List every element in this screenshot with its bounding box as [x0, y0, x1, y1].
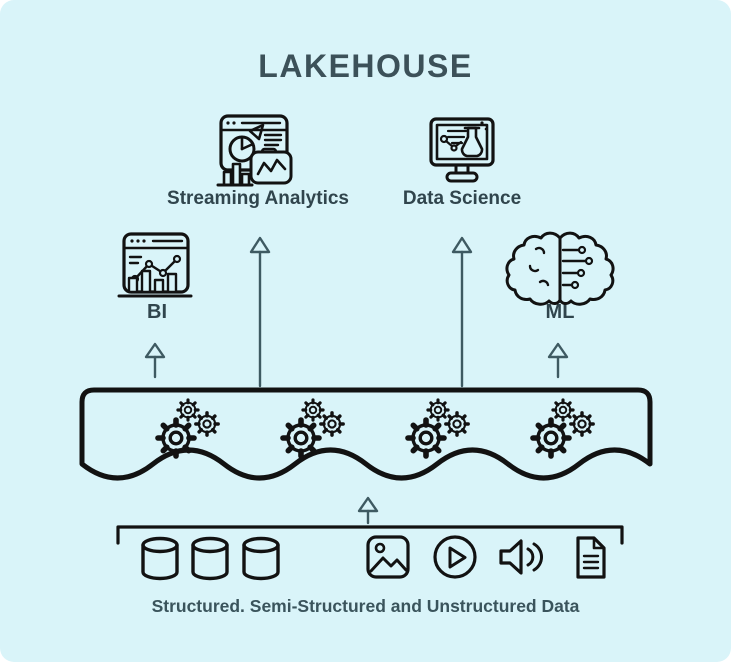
- gears-icon: [408, 400, 468, 456]
- ml-up-arrow: [547, 342, 569, 379]
- data-science-icon: [429, 117, 495, 183]
- ml-icon: [505, 231, 615, 306]
- database-icon: [141, 536, 179, 581]
- streaming-analytics-icon: [216, 114, 293, 187]
- bi-icon: [117, 232, 193, 298]
- diagram-title: LAKEHOUSE: [258, 48, 473, 84]
- database-icon: [191, 536, 229, 581]
- data-science-label: Data Science: [402, 188, 522, 209]
- lake-bar-outline: [79, 387, 653, 481]
- sources-to-lake-up-arrow: [357, 496, 379, 525]
- video-play-icon: [433, 535, 477, 579]
- database-icon: [242, 536, 280, 581]
- bi-up-arrow: [144, 342, 166, 379]
- document-icon: [576, 536, 606, 579]
- gears-icon: [158, 400, 218, 456]
- streaming-analytics-up-arrow: [249, 236, 271, 388]
- ml-label: ML: [545, 301, 575, 323]
- image-icon: [366, 535, 410, 579]
- streaming-analytics-label: Streaming Analytics: [167, 188, 349, 209]
- audio-speaker-icon: [499, 539, 544, 575]
- bi-label: BI: [147, 301, 167, 323]
- lake-layer: [79, 387, 653, 481]
- sources-caption: Structured. Semi-Structured and Unstruct…: [151, 596, 580, 616]
- data-science-up-arrow: [451, 236, 473, 388]
- gears-icon: [533, 400, 593, 456]
- sources-bracket: [116, 525, 624, 545]
